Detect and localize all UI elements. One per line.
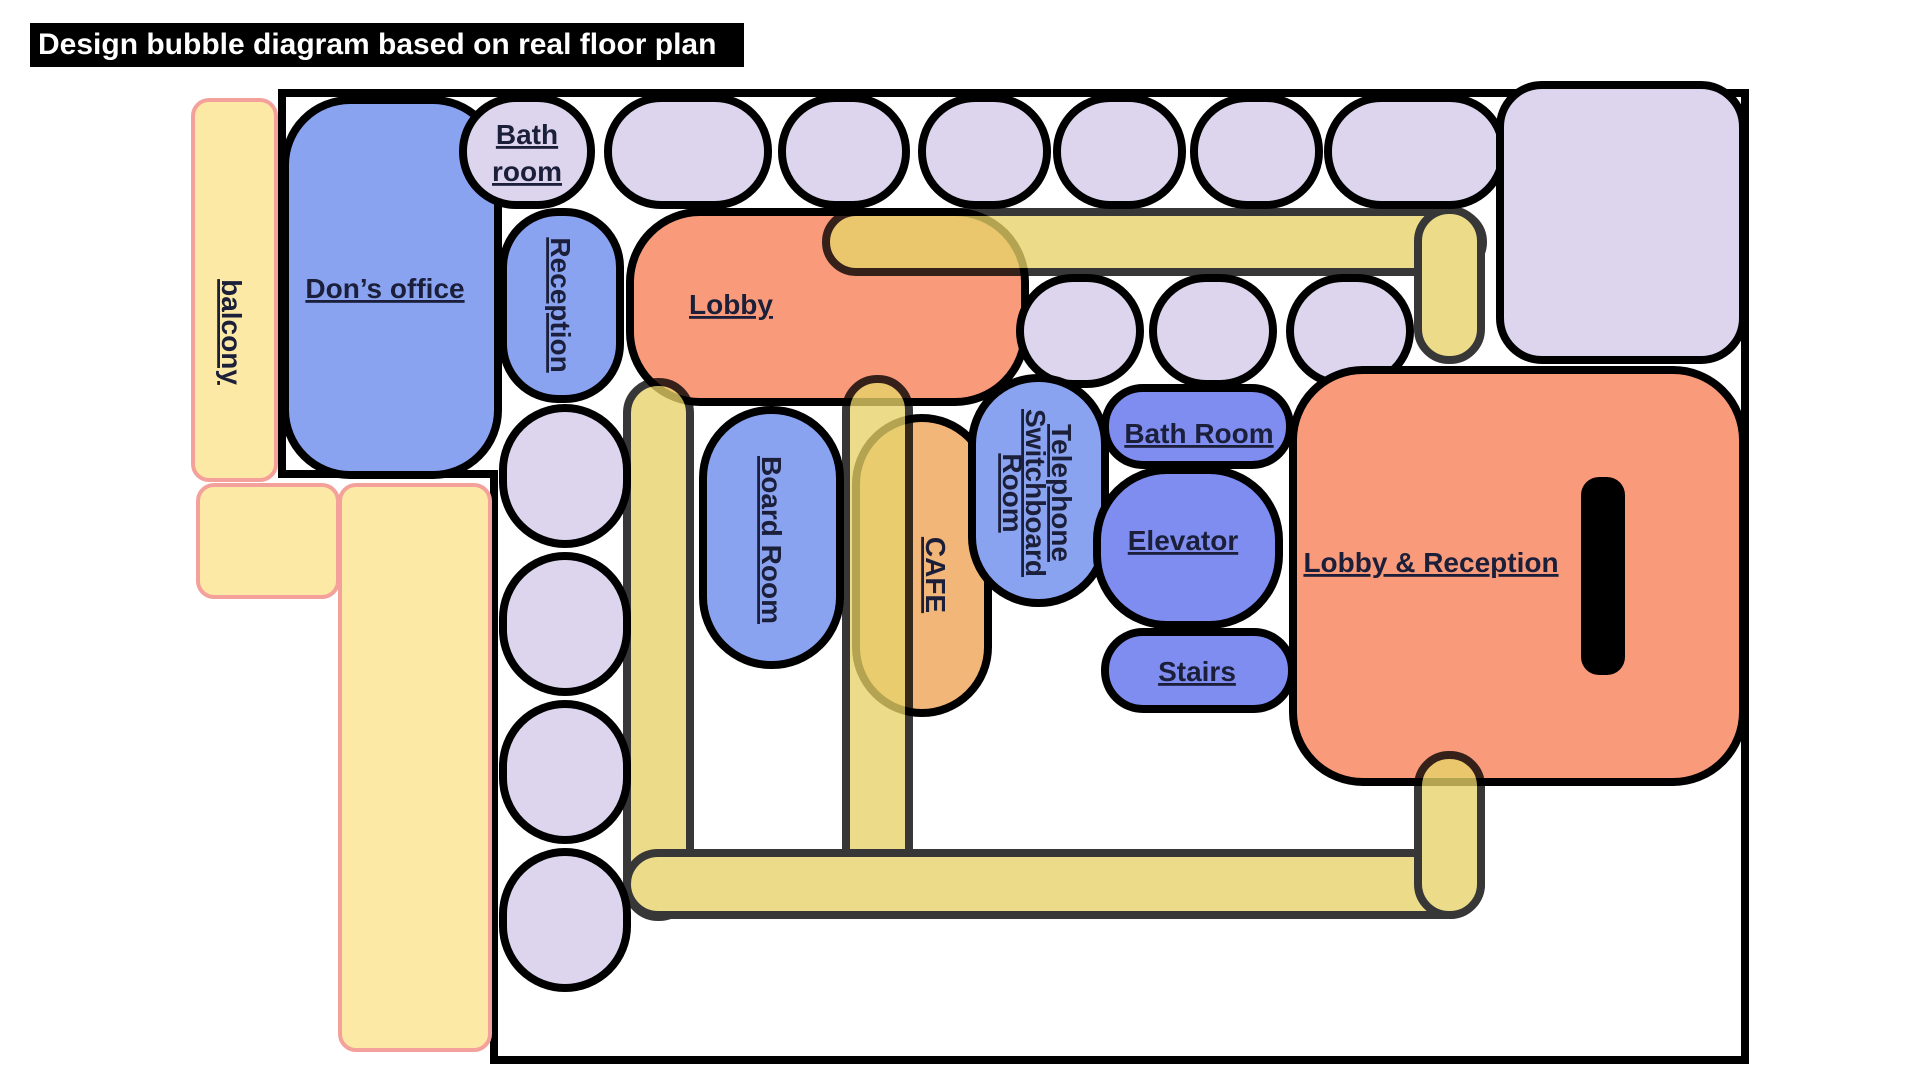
corridor-left-vertical [623,378,694,921]
elevator-bubble [1093,466,1283,629]
bath-room-top-label-line1: Bath [496,119,558,150]
mid-room-bubble-1 [1016,274,1144,388]
top-room-bubble-4 [1053,94,1186,209]
dons-office-label: Don’s office [305,273,464,304]
lobby-reception-bubble [1289,366,1747,786]
telephone-label-line2: Switchboard [1020,409,1051,577]
left-room-bubble-3 [499,700,631,844]
top-room-bubble-1 [604,94,772,209]
elevator-label: Elevator [1128,525,1239,556]
telephone-label-line1: Telephone [1046,424,1077,562]
board-room-label: Board Room [756,456,787,624]
outdoor-area-small-bubble [196,483,340,599]
left-room-bubble-4 [499,848,631,992]
outdoor-area-long-bubble [338,483,492,1052]
lobby-label: Lobby [689,289,773,320]
building-outline [278,89,1749,1064]
cafe-label: CAFE [920,537,951,613]
left-room-bubble-1 [499,404,631,548]
reception-bubble [499,208,624,403]
top-room-bubble-5 [1190,94,1323,209]
top-right-room-bubble [1496,81,1747,364]
mid-room-bubble-2 [1149,274,1277,388]
corridor-top-right-vertical [1414,206,1485,364]
telephone-switchboard-bubble [968,374,1109,607]
reception-label: Reception [545,237,576,372]
top-room-bubble-3 [918,94,1051,209]
reception-desk [1581,477,1625,675]
stairs-bubble [1101,628,1296,713]
bath-room-top-bubble [459,94,595,209]
bath-room-top-label-line2: room [492,156,562,187]
board-room-bubble [699,406,844,669]
top-room-bubble-2 [778,94,910,209]
balcony-label: balcony [216,279,247,385]
corridor-middle-vertical [842,375,913,918]
top-room-bubble-6 [1324,94,1507,209]
lobby-reception-label: Lobby & Reception [1303,547,1558,578]
corridor-bottom-horizontal [623,849,1485,919]
diagram-title: Design bubble diagram based on real floo… [30,23,744,67]
dons-office-bubble [281,96,502,479]
corridor-top-horizontal [822,208,1487,276]
telephone-label-line3: Room [997,453,1028,532]
corridor-bottom-right-vertical [1414,751,1485,919]
bath-room-mid-bubble [1101,384,1294,469]
stairs-label: Stairs [1158,656,1236,687]
left-room-bubble-2 [499,552,631,696]
bath-room-mid-label: Bath Room [1124,418,1273,449]
balcony-bubble [191,98,278,482]
